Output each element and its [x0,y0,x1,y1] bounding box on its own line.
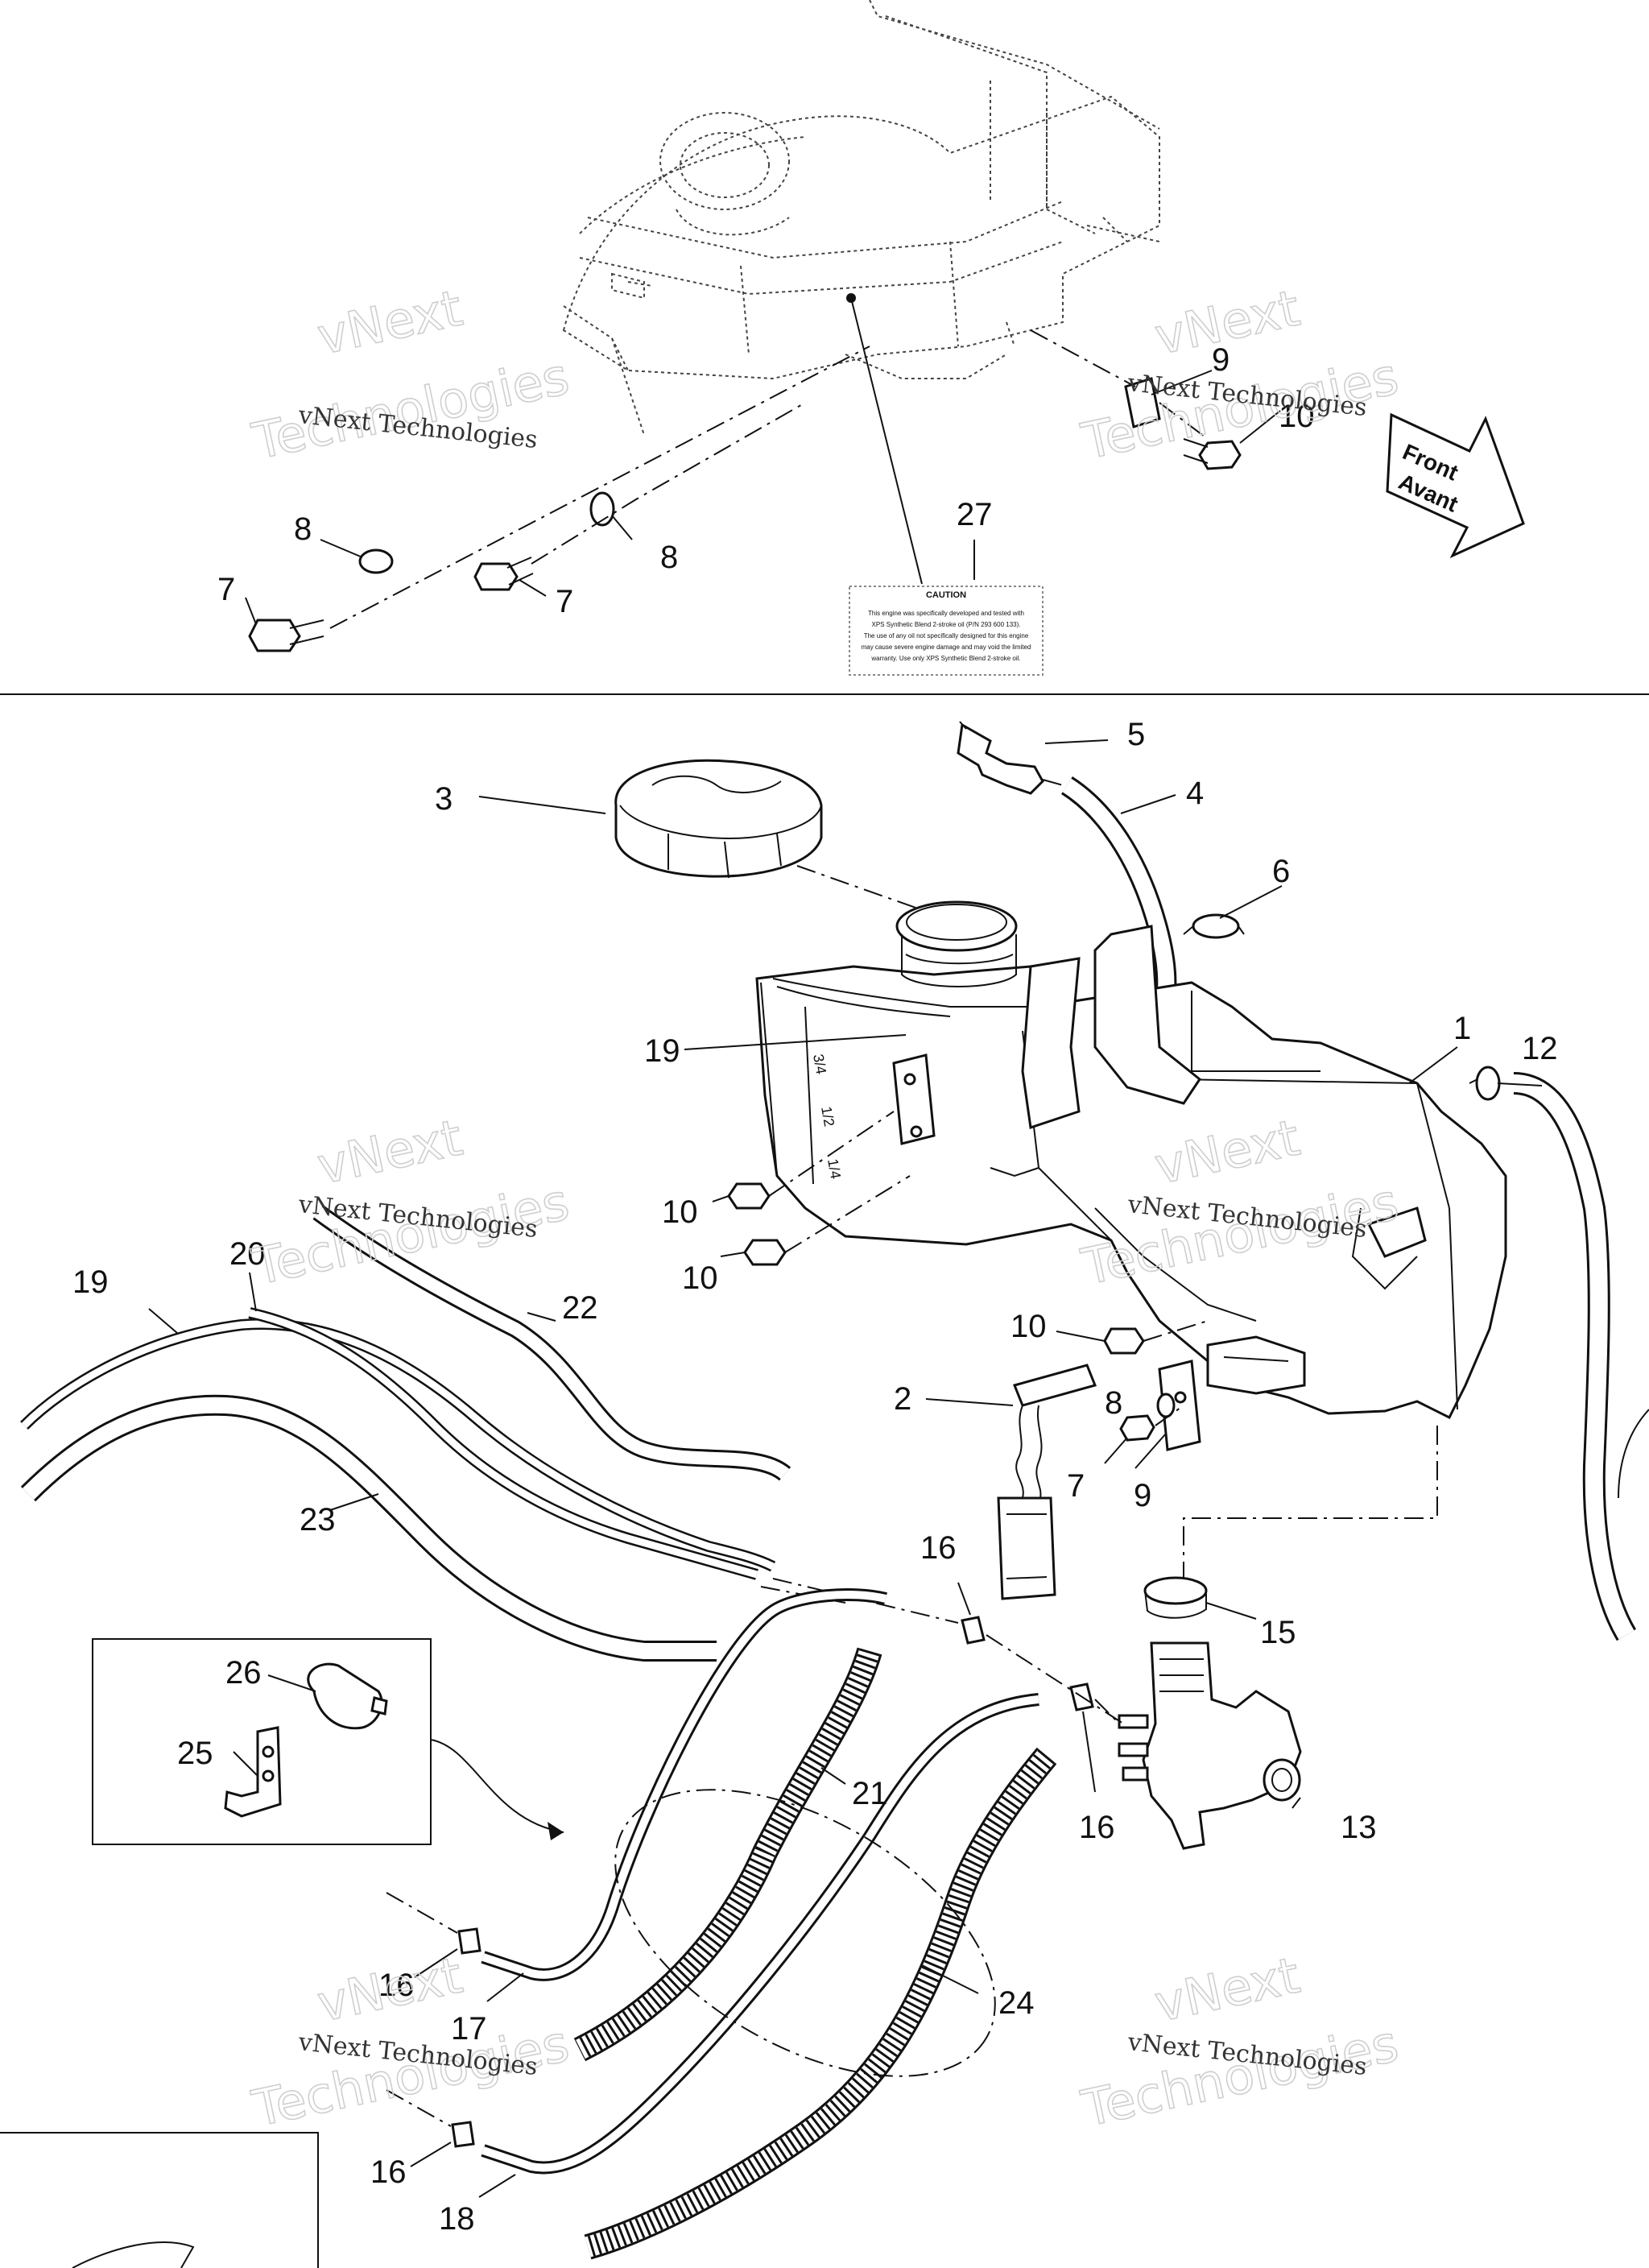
callout-16: 16 [1079,1810,1115,1845]
callout-10: 10 [1010,1309,1047,1344]
callout-18: 18 [439,2201,475,2237]
callout-10: 10 [662,1194,698,1230]
callout-7: 7 [1067,1468,1085,1504]
callout-12: 12 [1522,1031,1558,1066]
callout-21: 21 [852,1776,888,1811]
washer-8-left [358,548,394,574]
tank-to-pump-dashline [1183,1426,1438,1579]
callout-26: 26 [225,1655,262,1691]
bottom-leaders [148,739,1543,2198]
clamp-6 [1183,913,1245,939]
watermark-big: vNext [312,1946,467,2034]
callout-16: 16 [920,1530,957,1566]
hose-bundle [20,1205,959,1662]
level-mark-3-4: 3/4 [810,1053,829,1075]
caution-line: This engine was specifically developed a… [868,610,1024,617]
callout-6: 6 [1272,854,1290,889]
callout-24: 24 [998,1985,1035,2021]
callout-20: 20 [229,1236,266,1272]
front-arrow: Front Avant [1386,412,1525,559]
oil-tank-1: 3/4 1/2 1/4 [755,900,1507,1420]
watermark-big: vNext [312,279,467,366]
inset-clip-box [92,1638,564,1845]
callout-2: 2 [894,1381,911,1417]
callout-8: 8 [660,540,678,575]
caution-label-27: CAUTION This engine was specifically dev… [849,540,1044,676]
clamp-15 [1143,1576,1208,1619]
callout-22: 22 [562,1290,598,1326]
callout-16: 16 [370,2154,407,2190]
callout-numbers: 8 8 7 7 27 9 10 5 4 3 6 1 12 19 10 10 10… [72,342,1558,2237]
watermark-big: vNext [1150,1946,1304,2034]
callout-16: 16 [378,1968,415,2003]
lower-hoses [481,1588,1057,2260]
callout-15: 15 [1260,1615,1296,1650]
sensor-bracket-parts [1119,1360,1201,1451]
callout-27: 27 [957,497,993,532]
caution-line: may cause severe engine damage and may v… [862,644,1031,651]
plate-9-top [1124,377,1161,428]
callout-23: 23 [300,1502,336,1538]
vent-fitting-5 [957,721,1044,795]
watermark-big: vNext [312,1108,467,1196]
callout-13: 13 [1341,1810,1377,1845]
screw-10-top [1198,440,1242,470]
caution-title: CAUTION [926,590,966,600]
callout-1: 1 [1453,1011,1471,1046]
callout-10: 10 [682,1260,718,1296]
screw-7-center [473,562,519,591]
callout-3: 3 [435,781,453,817]
callout-25: 25 [177,1736,213,1771]
caution-line: warranty. Use only XPS Synthetic Blend 2… [870,655,1020,662]
partial-inset-bottom-left [0,2132,319,2268]
callout-9: 9 [1134,1478,1151,1513]
callout-9: 9 [1212,342,1230,378]
callout-7: 7 [556,584,573,619]
callout-19: 19 [644,1033,680,1069]
clamp-12 [1469,1066,1501,1101]
callout-4: 4 [1186,776,1204,811]
oil-tank-cap-3 [614,759,935,915]
caution-line: XPS Synthetic Blend 2-stroke oil (P/N 29… [872,621,1021,628]
vehicle-frame-ghost [562,0,1160,585]
callout-7: 7 [217,572,235,607]
caution-line: The use of any oil not specifically desi… [864,632,1029,639]
callout-10: 10 [1279,399,1315,434]
screw-7-left [248,619,301,652]
return-hose-right [1513,1072,1649,1641]
callout-5: 5 [1127,717,1145,752]
couplers-16 [386,1616,1124,2148]
vent-hose-4 [1042,776,1177,1010]
callout-17: 17 [451,2011,487,2047]
top-leaders [245,370,1281,625]
level-mark-1-4: 1/4 [824,1157,844,1180]
callout-8: 8 [1105,1385,1122,1421]
top-fasteners [248,329,1242,652]
callout-8: 8 [294,511,312,547]
callout-19: 19 [72,1264,109,1300]
level-sensor-2 [997,1364,1097,1600]
oil-pump-13 [1118,1641,1302,1850]
level-mark-1-2: 1/2 [818,1105,837,1128]
